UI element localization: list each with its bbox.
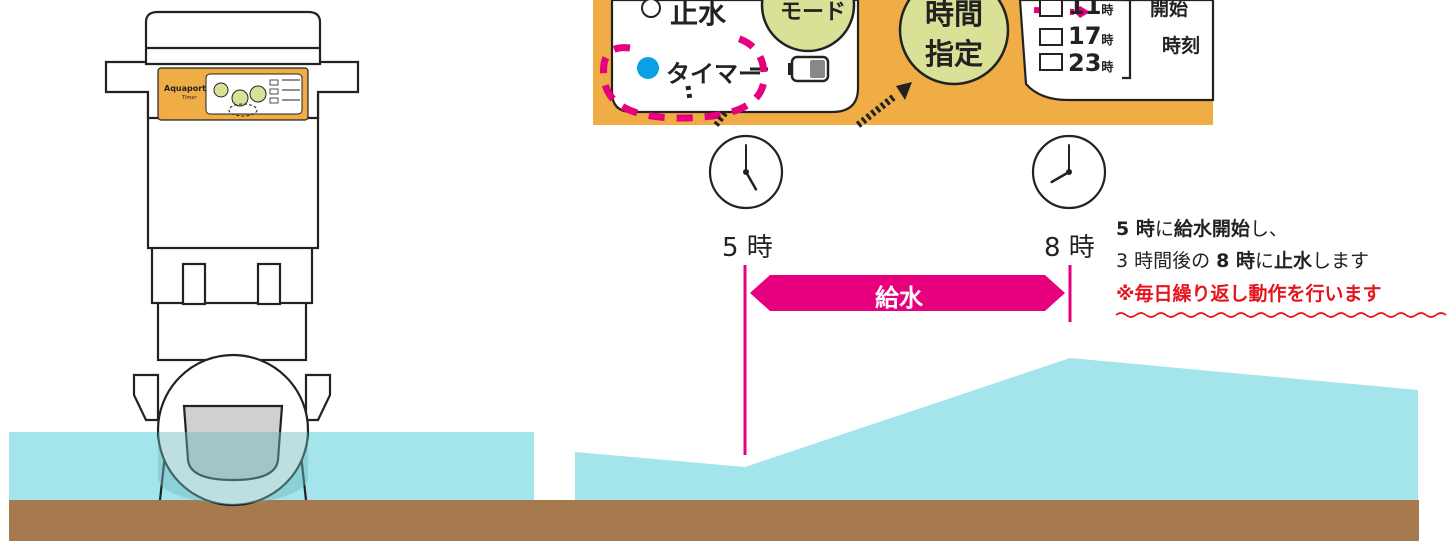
ground bbox=[9, 500, 1419, 541]
end-time-label: 8 時 bbox=[1044, 233, 1095, 263]
outlet-window bbox=[182, 404, 284, 482]
clock-5-icon bbox=[708, 134, 784, 210]
timer-led bbox=[637, 57, 659, 79]
start-time-label: 5 時 bbox=[722, 233, 773, 263]
right-water bbox=[575, 358, 1418, 502]
time-setting-button[interactable]: 時間指定 bbox=[924, 0, 983, 71]
brand-label: Aquaport bbox=[164, 84, 207, 93]
start-time-17: 17時 bbox=[1068, 22, 1114, 50]
timer-label: タイマー bbox=[666, 60, 762, 88]
sub-brand-label: Timer bbox=[182, 95, 197, 101]
start-time-label-2: 時刻 bbox=[1162, 35, 1201, 57]
warning-underline bbox=[1115, 312, 1447, 318]
start-time-11: 11時 bbox=[1068, 0, 1114, 20]
description-line-1: 5 時に給水開始し、 bbox=[1116, 218, 1288, 240]
mode-button-shape bbox=[760, 0, 856, 53]
stop-led bbox=[641, 0, 661, 18]
timer-highlight bbox=[600, 32, 768, 122]
description-line-3: ※毎日繰り返し動作を行います bbox=[1116, 283, 1382, 305]
start-time-label-1: 開始 bbox=[1150, 0, 1189, 20]
dotted-arrow-time bbox=[855, 93, 898, 128]
start-time-card bbox=[1018, 0, 1215, 102]
water-over-valve bbox=[158, 432, 308, 505]
start-time-23: 23時 bbox=[1068, 49, 1114, 77]
supply-arrow bbox=[750, 275, 1065, 311]
mode-button[interactable]: モード bbox=[780, 0, 847, 25]
description-line-2: 3 時間後の 8 時に止水します bbox=[1116, 250, 1370, 272]
clock-8-icon bbox=[1031, 134, 1107, 210]
dotted-arrow-timer bbox=[713, 110, 729, 127]
stop-label: 止水 bbox=[670, 0, 727, 30]
supply-label: 給水 bbox=[875, 284, 923, 312]
time-button-shape bbox=[898, 0, 1010, 86]
